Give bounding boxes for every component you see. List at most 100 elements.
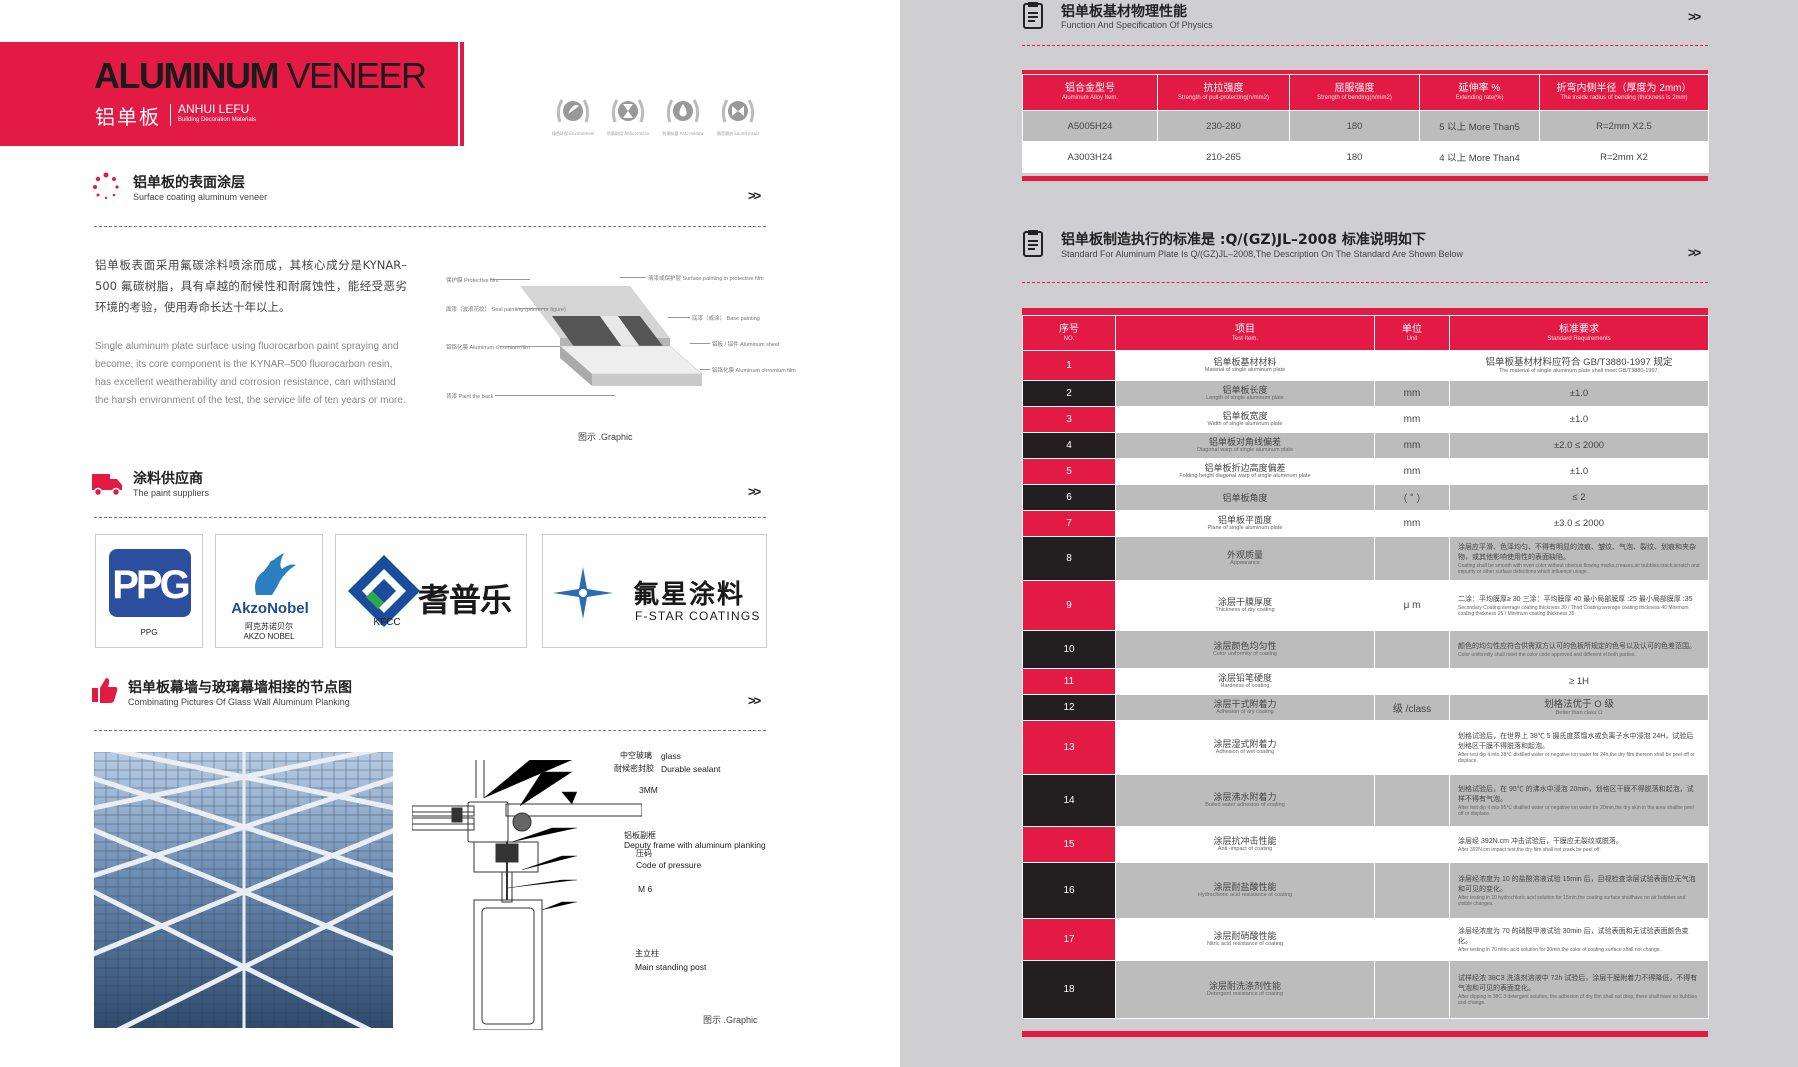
detail-label: Main standing post xyxy=(635,962,707,972)
badge-label: 隔音隔热 Sound insulation xyxy=(717,131,759,136)
page-title-zh: 铝单板 xyxy=(95,105,161,129)
table-row: A3003H24 210-265 180 4 以上 More Than4 R=2… xyxy=(1022,141,1709,173)
more-arrow-standard[interactable]: >> xyxy=(1688,245,1701,260)
hero-banner xyxy=(0,42,458,146)
requirement: ±2.0 ≤ 2000 xyxy=(1449,432,1709,459)
section-subtitle-curtain: Combinating Pictures Of Glass Wall Alumi… xyxy=(128,697,350,707)
supplier-name-en: AKZO NOBEL xyxy=(243,632,295,641)
section-title-physics: 铝单板基材物理性能 xyxy=(1061,4,1187,20)
section-divider xyxy=(1022,282,1708,283)
row-number: 17 xyxy=(1022,918,1116,961)
table-cell: 4 以上 More Than4 xyxy=(1419,141,1540,173)
detail-label: 压码 xyxy=(636,849,652,858)
curtain-wall-photo xyxy=(94,752,393,1028)
unit: mm xyxy=(1374,510,1450,537)
section-title-suppliers: 涂料供应商 xyxy=(133,471,203,487)
section-subtitle-coating: Surface coating aluminum veneer xyxy=(133,192,268,202)
section-title-curtain: 铝单板幕墙与玻璃幕墙相接的节点图 xyxy=(128,680,352,696)
layer-label: 铝铬化膜 Aluminum chromium film xyxy=(712,368,796,374)
layer-label: 底漆（或涂） Base painting xyxy=(692,316,760,322)
brand-subtitle: Building Decoration Materials xyxy=(178,117,257,123)
supplier-name-zh: 阿克苏诺贝尔 xyxy=(245,622,293,631)
unit xyxy=(1374,862,1450,919)
layer-label: 铝板 / 铝件 Aluminum sheet xyxy=(712,342,780,348)
supplier-akzonobel: AkzoNobel 阿克苏诺贝尔 AKZO NOBEL xyxy=(215,534,323,648)
badge-label: 防潮抗菌 Anti-mildew xyxy=(662,131,704,136)
leader-line xyxy=(490,279,530,280)
more-arrow-coating[interactable]: >> xyxy=(748,188,761,203)
detail-label: Deputy frame with aluminum planking xyxy=(624,840,766,850)
supplier-ppg: PPG PPG xyxy=(95,534,203,648)
requirement: 划格试验后，在 95℃ 的沸水中浸泡 20min，划格区干膜不得脱落和起泡，试样… xyxy=(1449,774,1709,827)
coating-description-zh: 铝单板表面采用氟碳涂料喷涂而成，其核心成分是KYNAR–500 氟碳树脂，具有卓… xyxy=(95,258,407,314)
leader-line xyxy=(700,369,710,370)
unit: 级 /class xyxy=(1374,694,1450,721)
badge-sound: 隔音隔热 Sound insulation xyxy=(717,94,759,137)
row-number: 4 xyxy=(1022,432,1116,459)
unit xyxy=(1374,668,1450,695)
requirement: 划格试验后，在世界上 38℃ 5 摄氏度蒸馏水或负离子水中浸泡 24H，试验后划… xyxy=(1449,720,1709,775)
unit xyxy=(1374,350,1450,381)
requirement: ≤ 2 xyxy=(1449,484,1709,511)
section-subtitle-standard: Standard For Aluminum Plate Is Q/(GZ)JL–… xyxy=(1061,249,1464,259)
section-divider xyxy=(94,517,766,518)
table-top-bar xyxy=(1022,70,1708,74)
row-number: 1 xyxy=(1022,350,1116,381)
unit xyxy=(1374,918,1450,961)
row-number: 18 xyxy=(1022,960,1116,1019)
more-arrow-physics[interactable]: >> xyxy=(1688,9,1701,24)
requirement: ±1.0 xyxy=(1449,380,1709,407)
truck-icon xyxy=(92,470,122,498)
col-header: 折弯内侧半径（厚度为 2mm）The inside radius of bend… xyxy=(1539,74,1709,111)
detail-label: M 6 xyxy=(638,884,653,894)
ppg-logo: PPG xyxy=(109,549,192,617)
table-top-bar xyxy=(1022,308,1708,315)
title-divider xyxy=(170,104,171,126)
dots-icon xyxy=(92,172,120,200)
row-number: 7 xyxy=(1022,510,1116,537)
layer-label: 清漆或保护层 Surface painting in protective fi… xyxy=(648,276,764,282)
unit: mm xyxy=(1374,458,1450,485)
fstar-logo-sub: F-STAR COATINGS xyxy=(635,609,761,623)
row-number: 2 xyxy=(1022,380,1116,407)
test-item: 铝单板角度 xyxy=(1115,484,1375,511)
badge-eco: 绿色环保 Environmental xyxy=(552,94,594,137)
coating-description-en: Single aluminum plate surface using fluo… xyxy=(95,341,406,406)
requirement: ±1.0 xyxy=(1449,458,1709,485)
title-light: VENEER xyxy=(277,55,427,96)
logo-text: PPG xyxy=(112,563,188,607)
more-arrow-suppliers[interactable]: >> xyxy=(748,484,761,499)
leader-line xyxy=(495,395,615,396)
requirement: 涂层经浓度为 70 的硝酸甲液试验 30min 后，试验表面和无试验表面颜色变化… xyxy=(1449,918,1709,961)
unit: （ ˚ ） xyxy=(1374,484,1450,511)
detail-label: 3MM xyxy=(639,785,658,795)
table-bottom-bar xyxy=(1022,176,1708,181)
more-arrow-curtain[interactable]: >> xyxy=(748,693,761,708)
laurel-hourglass-icon xyxy=(609,94,647,128)
row-number: 11 xyxy=(1022,668,1116,695)
detail-label: Code of pressure xyxy=(636,860,702,870)
badge-label: 防腐耐用 Anticorrosive xyxy=(607,131,649,136)
table-cell: 230-280 xyxy=(1157,110,1290,142)
